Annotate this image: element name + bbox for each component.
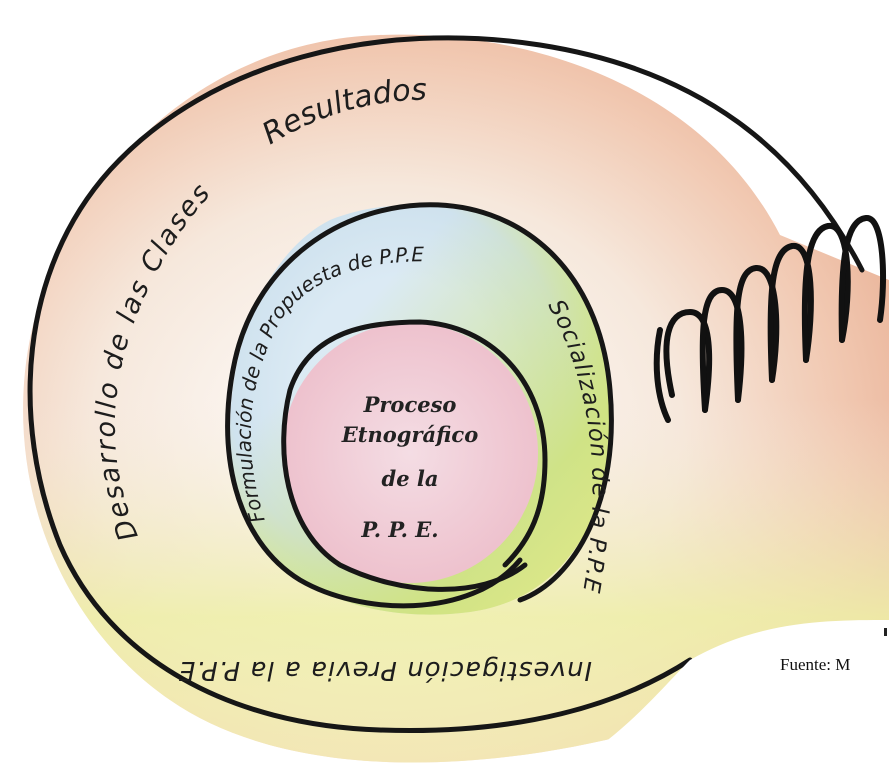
label-investigacion: Investigación Previa a la P.P.E	[178, 655, 592, 685]
source-caption: Fuente: M	[780, 655, 850, 675]
center-line-2: Etnográfico	[341, 422, 478, 447]
center-line-1: Proceso	[363, 392, 457, 417]
center-line-3: de la	[382, 466, 439, 491]
center-line-4: P. P. E.	[360, 517, 438, 542]
stray-mark	[884, 628, 887, 636]
